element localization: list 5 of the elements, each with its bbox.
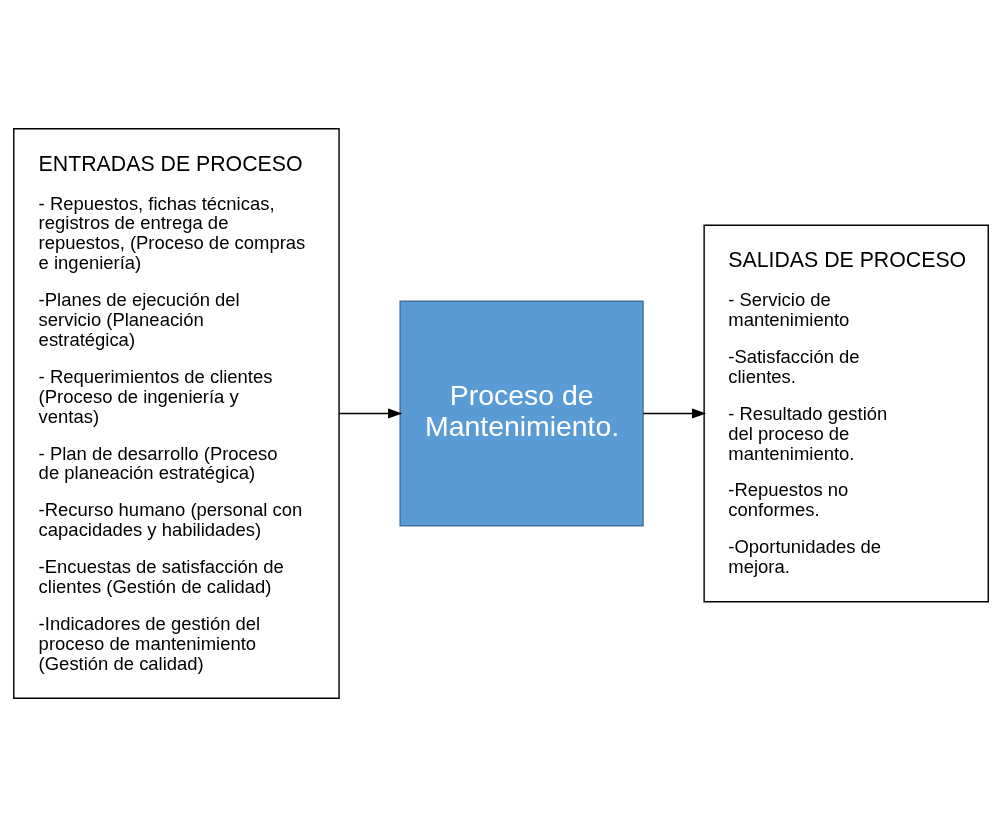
node-box: Proceso de Mantenimiento.: [399, 300, 644, 526]
node-box: ENTRADAS DE PROCESO - Repuestos, fichas técnicas, registros de entrega de repuestos, (Proceso de compras e ingeniería) -Planes de ejecución del servicio (Planeación estratégica) - Requerimientos de clientes (Proceso de ingeniería y ventas) - Plan de desarrollo (Proceso de planeación estratégica) -Recurso humano (personal con capacidades y habilidades) -Encuestas de satisfacción de clientes (Gestión de calidad) -Indicadores de gestión del proceso de mantenimiento (Gestión de calidad): [13, 127, 340, 699]
node-box: SALIDAS DE PROCESO - Servicio de mantenimiento -Satisfacción de clientes. - Resultado gestión del proceso de mantenimiento. -Repuestos no conformes. -Oportunidades de mejora.: [703, 224, 989, 602]
arrow: [642, 408, 707, 418]
arrow: [338, 408, 403, 418]
